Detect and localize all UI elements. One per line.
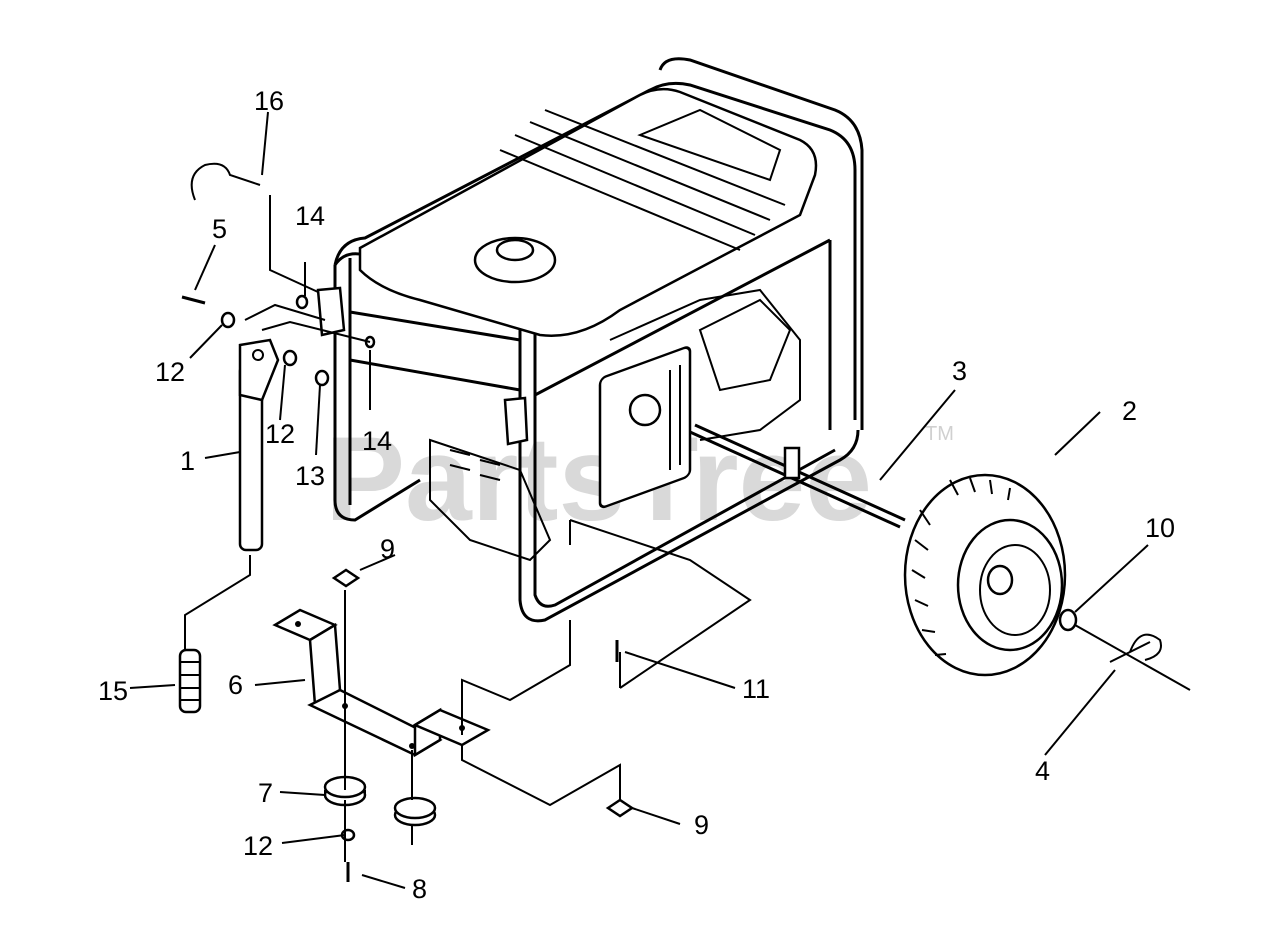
callout-10: 10 xyxy=(1145,513,1175,543)
fuel-tank xyxy=(358,87,818,337)
rubber-mount-7b xyxy=(393,796,437,827)
axle xyxy=(689,423,906,529)
callout-12-upper: 12 xyxy=(155,357,185,387)
callout-1: 1 xyxy=(180,446,195,476)
bolt-5 xyxy=(181,295,206,305)
callout-14-upper: 14 xyxy=(295,201,325,231)
nut-9-lower xyxy=(605,798,635,818)
bracket-14-lower xyxy=(503,396,529,446)
wheel xyxy=(903,473,1067,677)
spacer-14 xyxy=(295,294,309,310)
callout-11: 11 xyxy=(742,674,770,704)
callout-5: 5 xyxy=(212,214,227,244)
watermark-trademark: TM xyxy=(925,423,954,445)
washer-10 xyxy=(1058,608,1078,632)
washer-12-mid xyxy=(282,349,298,367)
generator-frame xyxy=(333,57,864,623)
washer-12-upper xyxy=(220,311,236,329)
lanyard-pin xyxy=(190,162,261,201)
callouts: 1 2 3 4 5 6 7 8 9 9 10 11 12 12 12 13 14… xyxy=(98,86,1175,904)
nut-13 xyxy=(314,369,330,387)
callout-4: 4 xyxy=(1035,756,1050,786)
callout-9-upper: 9 xyxy=(380,534,395,564)
nut-9-upper xyxy=(331,568,361,588)
hitch-pin xyxy=(1109,633,1162,663)
leader-lines xyxy=(129,111,1191,889)
callout-15: 15 xyxy=(98,676,128,706)
mounting-bracket xyxy=(272,608,491,758)
handle xyxy=(238,338,280,552)
callout-2: 2 xyxy=(1122,396,1137,426)
bracket-14-upper xyxy=(316,286,346,337)
callout-6: 6 xyxy=(228,670,243,700)
handle-grip xyxy=(178,648,202,714)
callout-13: 13 xyxy=(295,461,325,491)
callout-16: 16 xyxy=(254,86,284,116)
callout-12-mid: 12 xyxy=(265,419,295,449)
callout-7: 7 xyxy=(258,778,273,808)
engine xyxy=(429,288,801,562)
callout-8: 8 xyxy=(412,874,427,904)
callout-3: 3 xyxy=(952,356,967,386)
callout-12-lower: 12 xyxy=(243,831,273,861)
callout-14-lower: 14 xyxy=(362,426,392,456)
callout-9-lower: 9 xyxy=(694,810,709,840)
